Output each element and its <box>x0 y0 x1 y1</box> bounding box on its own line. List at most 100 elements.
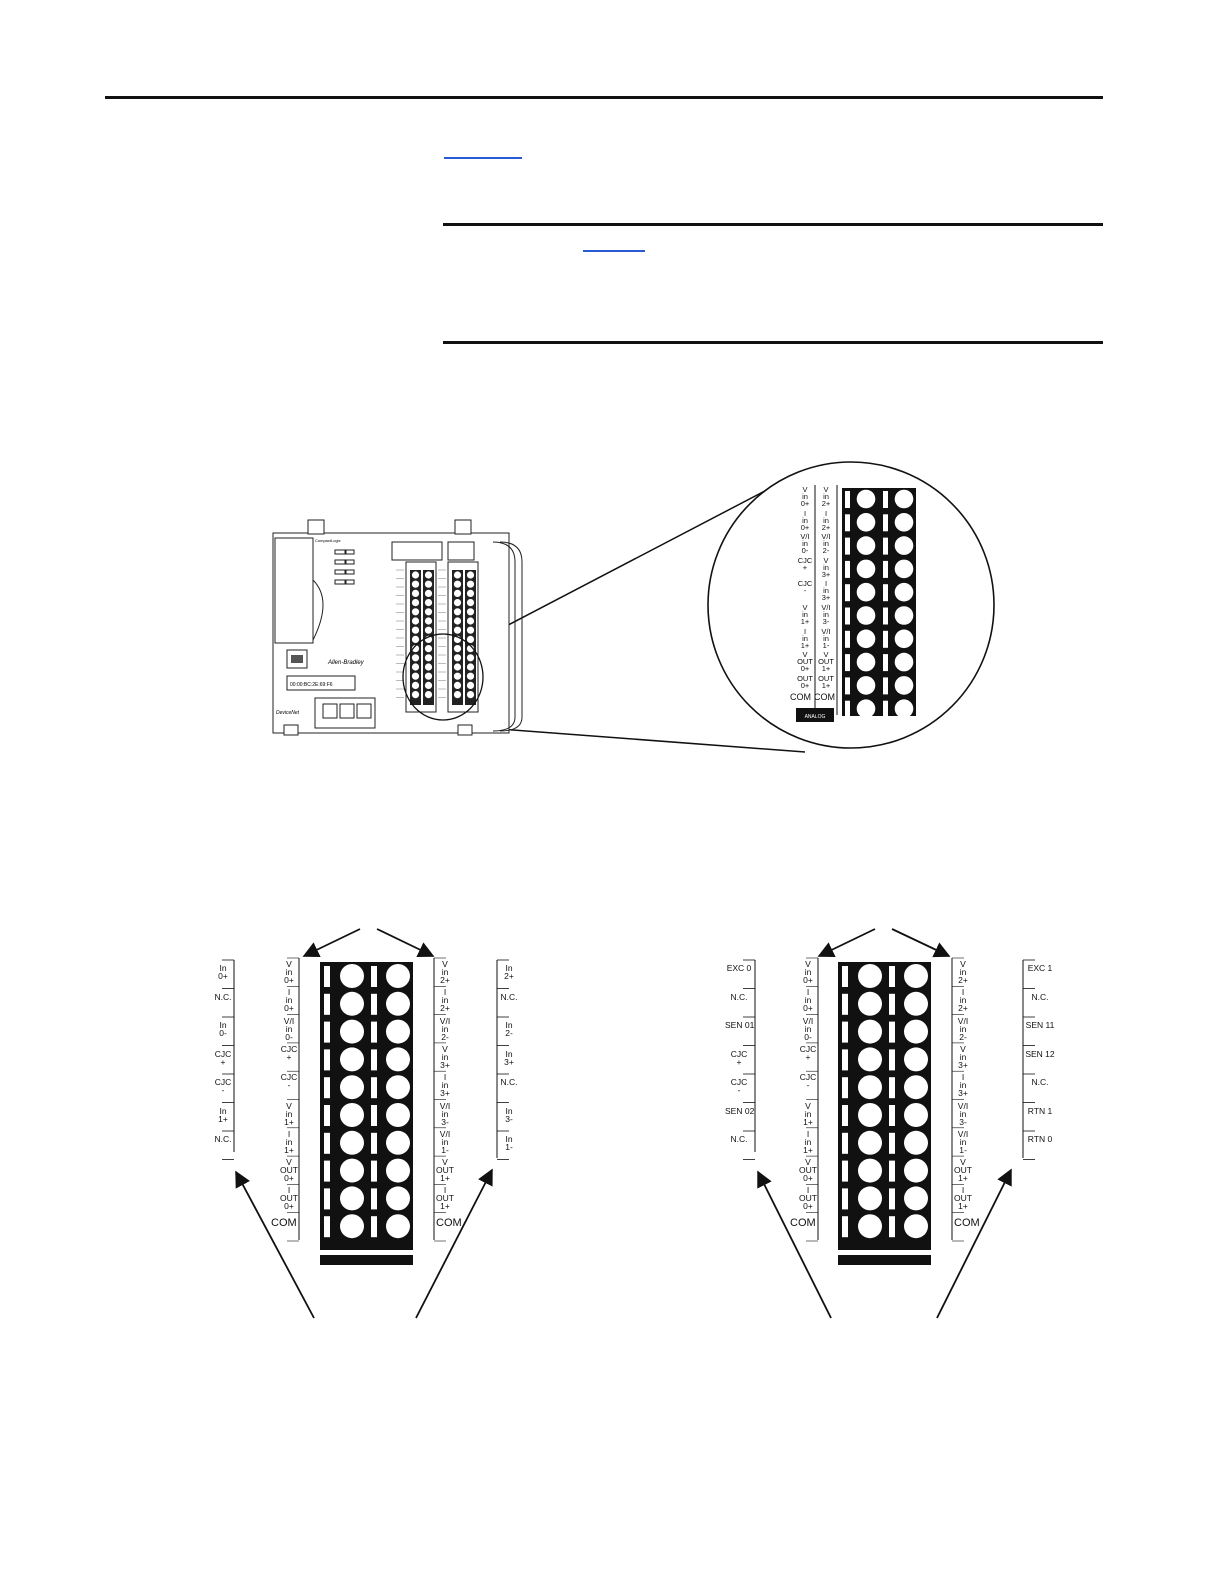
screw-terminal <box>904 1047 928 1072</box>
screw-terminal <box>858 1047 882 1072</box>
screw-terminal <box>858 1103 882 1127</box>
com-right-label: COM <box>954 1217 980 1229</box>
zoom-left-label: V in 0+ <box>800 485 810 508</box>
inner-left-label: CJC + <box>799 1043 817 1062</box>
inner-right-label: I in 3+ <box>440 1072 450 1099</box>
svg-text:CompactLogix: CompactLogix <box>315 538 341 543</box>
outer-left-label: N.C. <box>730 1134 748 1144</box>
screw-terminal <box>858 1130 882 1155</box>
screw-terminal <box>340 1019 364 1044</box>
inner-left-label: I in 0+ <box>803 987 813 1014</box>
inner-right-label: V/I in 3- <box>957 1100 969 1127</box>
screw-terminal <box>904 964 928 988</box>
com-left-label: COM <box>790 1217 816 1229</box>
inner-left-label: I in 1+ <box>803 1128 813 1155</box>
screw-terminal <box>894 536 914 555</box>
screw-terminal <box>386 1103 410 1127</box>
zoom-right-label: I in 2+ <box>821 508 831 532</box>
screw-terminal <box>858 964 882 988</box>
outer-left-label: In 0- <box>219 1020 227 1038</box>
inner-right-label: I OUT 1+ <box>436 1185 454 1212</box>
inner-left-label: I in 1+ <box>284 1128 294 1155</box>
screw-terminal <box>856 559 876 579</box>
outer-left-label: In 0+ <box>218 963 228 981</box>
outer-right-label: SEN 12 <box>1025 1048 1055 1059</box>
screw-terminal <box>340 1075 364 1100</box>
screw-terminal <box>856 536 876 555</box>
outer-left-label: EXC 0 <box>726 963 752 973</box>
screw-terminal <box>856 582 876 602</box>
inner-right-label: V in 3+ <box>440 1043 450 1070</box>
note-bottom-rule <box>443 341 1103 344</box>
screw-terminal <box>386 1158 410 1183</box>
outer-right-label: N.C. <box>1031 991 1049 1002</box>
wiring-diagrams <box>222 928 1035 1319</box>
inner-left-label: V in 1+ <box>284 1100 294 1127</box>
outer-right-label: In 1- <box>505 1134 513 1152</box>
outer-left-label: N.C. <box>730 991 748 1002</box>
inner-right-label: V/I in 3- <box>439 1100 451 1127</box>
inner-right-label: V in 3+ <box>958 1043 968 1070</box>
outer-right-label: In 2+ <box>504 963 514 981</box>
screw-terminal <box>340 991 364 1016</box>
outer-left-label: SEN 01 <box>725 1020 755 1030</box>
note-top-rule <box>443 223 1103 226</box>
note-link[interactable] <box>583 250 645 252</box>
zoom-right-label: V in 3+ <box>821 555 831 579</box>
inner-left-label: V OUT 0+ <box>799 1157 817 1184</box>
inner-right-label: I in 3+ <box>958 1072 968 1099</box>
outer-right-label: EXC 1 <box>1027 963 1053 973</box>
screw-terminal <box>858 1186 882 1211</box>
screw-terminal <box>856 699 876 718</box>
figure-link[interactable] <box>444 157 522 159</box>
inner-left-label: V/I in 0- <box>283 1015 295 1042</box>
screw-terminal <box>858 1075 882 1100</box>
screw-terminal <box>340 1103 364 1127</box>
inner-left-label: I in 0+ <box>284 987 294 1014</box>
inner-left-label: I OUT 0+ <box>280 1185 298 1212</box>
screw-terminal <box>386 1075 410 1100</box>
screw-terminal <box>386 1186 410 1211</box>
screw-terminal <box>386 1130 410 1155</box>
outer-right-label: RTN 0 <box>1027 1134 1053 1144</box>
inner-right-label: I in 2+ <box>958 987 968 1014</box>
screw-terminal <box>340 1214 364 1239</box>
inner-left-label: CJC + <box>280 1043 298 1062</box>
screw-terminal <box>858 991 882 1016</box>
zoom-right-label: V/I in 2- <box>821 532 831 556</box>
inner-left-label: CJC - <box>280 1072 298 1091</box>
outer-left-label: CJC - <box>214 1077 232 1095</box>
screw-terminal <box>340 1186 364 1211</box>
zoom-com-right: COM <box>814 692 835 702</box>
outer-left-label: N.C. <box>214 1134 232 1144</box>
outer-left-label: SEN 02 <box>725 1105 755 1116</box>
screw-terminal <box>904 1214 928 1239</box>
screw-terminal <box>340 964 364 988</box>
screw-terminal <box>894 489 914 509</box>
inner-left-label: V in 0+ <box>803 959 813 985</box>
screw-terminal <box>340 1047 364 1072</box>
zoom-right-label: V OUT 1+ <box>818 650 834 674</box>
zoom-left-label: V OUT 0+ <box>797 650 813 674</box>
inner-left-label: CJC - <box>799 1072 817 1091</box>
outer-left-label: In 1+ <box>218 1105 228 1124</box>
controller-illustration: CompactLogix 00:00:BC:2E:69:F6 Allen-Bra… <box>272 461 995 753</box>
screw-terminal <box>858 1214 882 1239</box>
screw-terminal <box>904 1186 928 1211</box>
inner-left-label: I OUT 0+ <box>799 1185 817 1212</box>
screw-terminal <box>386 1214 410 1239</box>
zoom-left-label: V in 1+ <box>800 603 810 626</box>
brand-label: Allen-Bradley <box>327 660 365 666</box>
inner-right-label: I in 2+ <box>440 987 450 1014</box>
com-left-label: COM <box>271 1217 297 1229</box>
inner-right-label: V in 2+ <box>440 959 450 985</box>
inner-left-label: V/I in 0- <box>802 1015 814 1042</box>
outer-right-label: In 3+ <box>504 1048 514 1067</box>
inner-right-label: V OUT 1+ <box>954 1157 972 1184</box>
inner-right-label: V in 2+ <box>958 959 968 985</box>
screw-terminal <box>894 513 914 532</box>
screw-terminal <box>894 629 914 649</box>
zoom-left-label: OUT 0+ <box>797 673 813 690</box>
outer-left-label: N.C. <box>214 991 232 1002</box>
inner-right-label: V/I in 2- <box>439 1015 451 1042</box>
